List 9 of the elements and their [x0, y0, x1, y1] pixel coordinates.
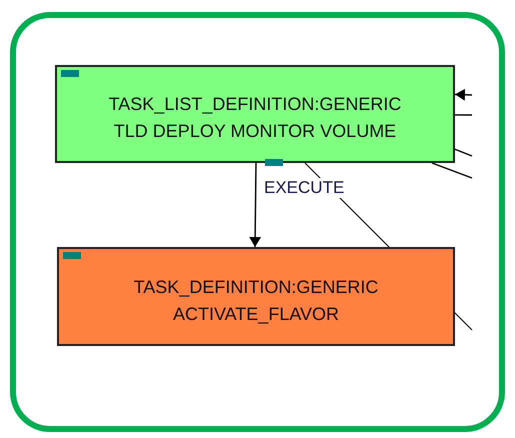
box-text: TLD DEPLOY MONITOR VOLUME: [114, 121, 396, 142]
box-text: ACTIVATE_FLAVOR: [172, 304, 340, 324]
connector-arrow: [249, 163, 262, 247]
definition-box: [57, 247, 455, 346]
connector-arrow: [454, 88, 472, 101]
definition-box: [55, 65, 455, 163]
box-text: TASK_DEFINITION:GENERIC: [134, 276, 378, 298]
box-text: TASK_LIST_DEFINITION:GENERIC: [108, 94, 402, 115]
edge-label: EXECUTE: [263, 178, 346, 198]
